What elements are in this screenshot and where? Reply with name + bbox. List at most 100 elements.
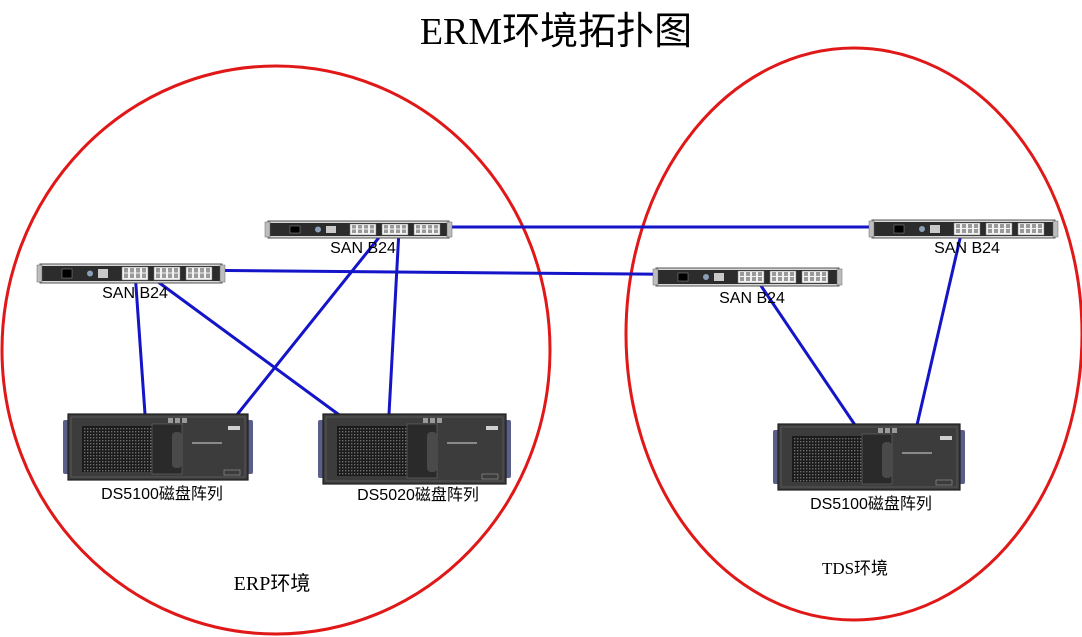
vent-hole (147, 467, 149, 469)
vent-hole (345, 473, 347, 475)
vent-hole (123, 434, 125, 436)
vent-hole (111, 470, 113, 472)
rack-ear-left (652, 268, 659, 286)
san-switch-sw3[interactable]: SAN B24 (652, 267, 843, 307)
vent-hole (851, 471, 853, 473)
rack-ear-right (836, 268, 843, 286)
vent-hole (797, 438, 799, 440)
vent-hole (354, 437, 356, 439)
vent-hole (809, 465, 811, 467)
vent-hole (87, 461, 89, 463)
vent-hole (848, 453, 850, 455)
vent-hole (387, 467, 389, 469)
vent-hole (84, 440, 86, 442)
vent-hole (357, 455, 359, 457)
vent-hole (830, 465, 832, 467)
vent-hole (339, 428, 341, 430)
vent-hole (123, 452, 125, 454)
vent-hole (812, 462, 814, 464)
vent-hole (141, 431, 143, 433)
vent-hole (339, 464, 341, 466)
vent-hole (93, 470, 95, 472)
vent-hole (860, 477, 862, 479)
vent-hole (120, 443, 122, 445)
vent-hole (396, 467, 398, 469)
vent-hole (90, 452, 92, 454)
sfp-port-block (381, 223, 409, 236)
sfp-port (194, 273, 198, 278)
vent-hole (129, 470, 131, 472)
san-switch-sw4[interactable]: SAN B24 (868, 219, 1059, 257)
vent-hole (806, 456, 808, 458)
vent-hole (117, 461, 119, 463)
vent-hole (824, 438, 826, 440)
vent-hole (345, 464, 347, 466)
vent-hole (351, 434, 353, 436)
vent-hole (111, 455, 113, 457)
vent-hole (138, 470, 140, 472)
vent-hole (384, 446, 386, 448)
vent-hole (842, 444, 844, 446)
vent-hole (806, 474, 808, 476)
vent-hole (84, 464, 86, 466)
vent-hole (839, 468, 841, 470)
vent-hole (384, 467, 386, 469)
sfp-port (816, 277, 820, 281)
vent-hole (123, 467, 125, 469)
vent-hole (135, 428, 137, 430)
vent-hole (135, 440, 137, 442)
vent-hole (108, 464, 110, 466)
vent-hole (803, 444, 805, 446)
vent-hole (345, 467, 347, 469)
vent-hole (147, 464, 149, 466)
sfp-port (358, 225, 362, 229)
vent-hole (363, 467, 365, 469)
vent-hole (812, 444, 814, 446)
sfp-port (758, 277, 762, 281)
vent-hole (366, 470, 368, 472)
san-switch-sw2[interactable]: SAN B24 (264, 220, 453, 257)
vent-hole (372, 452, 374, 454)
sfp-port (784, 272, 788, 276)
vent-hole (342, 434, 344, 436)
vent-hole (797, 450, 799, 452)
sfp-port (370, 225, 374, 229)
vent-hole (857, 456, 859, 458)
vent-hole (824, 441, 826, 443)
vent-hole (111, 452, 113, 454)
storage-array-st2[interactable]: DS5020磁盘阵列 (318, 413, 511, 504)
vent-hole (108, 467, 110, 469)
vent-hole (366, 443, 368, 445)
vent-hole (402, 431, 404, 433)
vent-hole (345, 461, 347, 463)
vent-hole (842, 441, 844, 443)
vent-hole (105, 437, 107, 439)
vent-hole (809, 456, 811, 458)
san-switch-sw1[interactable]: SAN B24 (36, 263, 226, 302)
vent-hole (372, 440, 374, 442)
vent-hole (833, 453, 835, 455)
vent-hole (129, 455, 131, 457)
storage-array-st1[interactable]: DS5100磁盘阵列 (63, 413, 253, 503)
vent-hole (827, 462, 829, 464)
vent-hole (351, 467, 353, 469)
vent-hole (794, 438, 796, 440)
vent-hole (390, 473, 392, 475)
vent-hole (348, 458, 350, 460)
storage-array-st3[interactable]: DS5100磁盘阵列 (773, 423, 965, 513)
vent-hole (797, 462, 799, 464)
vent-hole (345, 455, 347, 457)
vent-hole (369, 467, 371, 469)
vent-hole (833, 462, 835, 464)
sfp-port-block (413, 223, 441, 236)
vent-hole (818, 453, 820, 455)
vent-hole (138, 461, 140, 463)
sfp-port (428, 229, 432, 233)
sfp-port (142, 273, 146, 278)
vent-hole (842, 471, 844, 473)
vent-hole (123, 470, 125, 472)
vent-hole (87, 458, 89, 460)
vent-hole (96, 452, 98, 454)
vent-hole (848, 462, 850, 464)
vent-hole (129, 449, 131, 451)
